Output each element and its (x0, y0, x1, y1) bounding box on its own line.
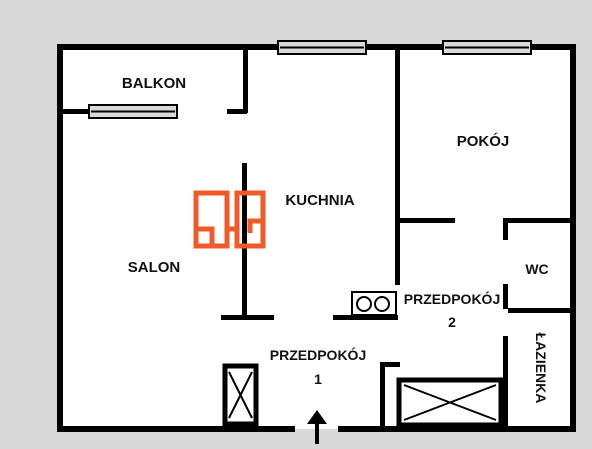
wall-balkon-bottom-left (60, 109, 92, 114)
room-label-lazienka: ŁAZIENKA (533, 333, 549, 404)
wall-entrance-right (380, 362, 385, 428)
wall-left (57, 44, 63, 432)
marker-left-notch (196, 226, 215, 246)
room-label-wc: WC (525, 261, 548, 277)
wall-pokoj-bottom-right (503, 218, 573, 223)
room-label-przedpokoj-2-number: 2 (448, 314, 456, 330)
wall-lazienka-left (503, 336, 508, 429)
stove-icon (351, 291, 397, 316)
room-label-przedpokoj-1: PRZEDPOKÓJ (270, 346, 366, 363)
closet-icon (396, 377, 504, 428)
room-label-kuchnia: KUCHNIA (285, 192, 354, 209)
wall-right (570, 44, 576, 432)
room-label-przedpokoj-1-number: 1 (314, 371, 322, 387)
wall-pokoj-bottom-left (397, 218, 455, 223)
wall-przedpokoj2-jamb (503, 284, 508, 309)
room-label-pokoj: POKÓJ (457, 132, 510, 150)
wall-salon-kuchnia (242, 163, 247, 318)
wall-balkon-right (243, 47, 248, 113)
wall-bottom-right (338, 426, 576, 432)
wall-wc-bottom (508, 308, 572, 313)
wall-salon-bottom (221, 315, 274, 320)
wardrobe-cross (228, 371, 253, 419)
wall-balkon-bottom-right (227, 109, 247, 114)
wall-kuchnia-bottom (333, 315, 398, 320)
wall-kuchnia-pokoj (395, 47, 400, 285)
arrow-up-icon (307, 410, 327, 444)
wall-wc-left (503, 218, 508, 240)
room-label-przedpokoj-2: PRZEDPOKÓJ (404, 290, 500, 307)
windows (88, 40, 532, 119)
wall-entrance-top (380, 362, 400, 367)
stove-burner (356, 296, 372, 312)
marker-right-notch (247, 218, 263, 233)
stove-burner (374, 296, 390, 312)
wardrobe-icon (222, 363, 259, 427)
closet-frame (396, 377, 504, 428)
wall-bottom-left (57, 426, 295, 432)
apartment-location-marker-icon (193, 190, 266, 249)
arrow-head (307, 410, 327, 424)
room-label-balkon: BALKON (122, 75, 186, 92)
arrow-shaft (315, 416, 319, 444)
closet-cross (403, 384, 497, 421)
room-label-salon: SALON (128, 259, 181, 276)
